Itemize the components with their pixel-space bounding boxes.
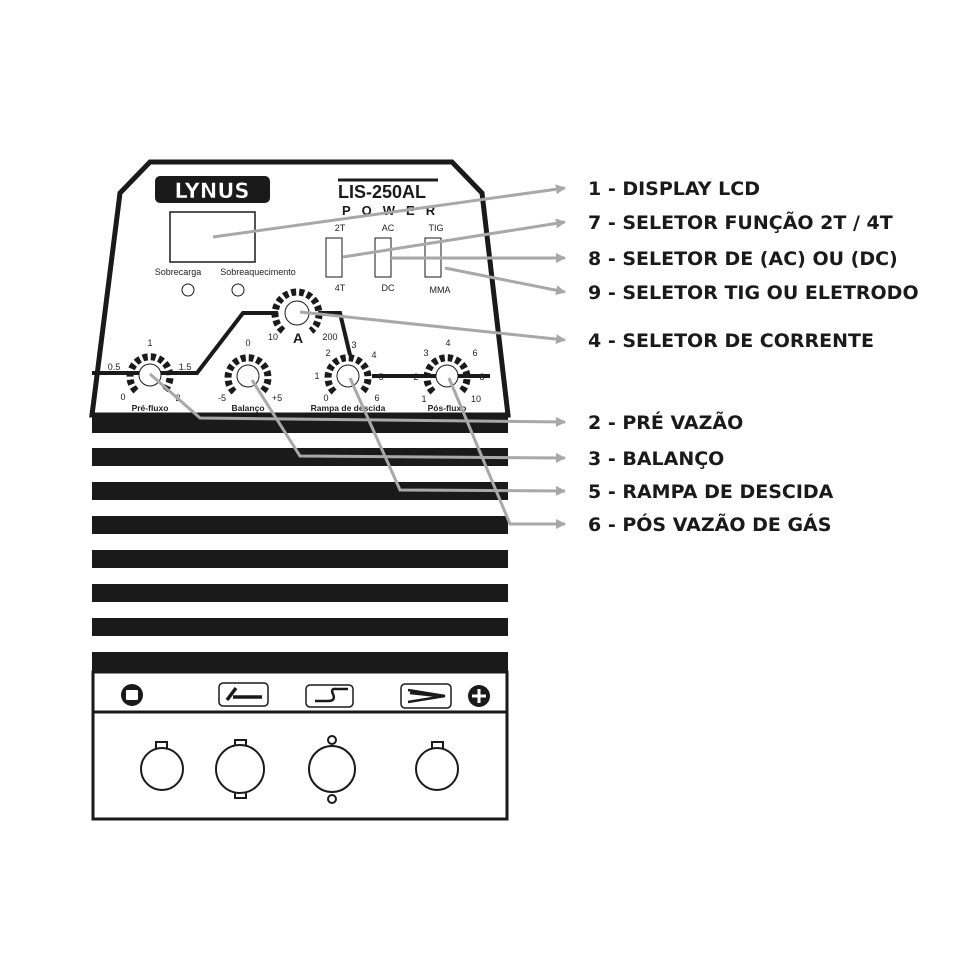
svg-text:10: 10 bbox=[471, 394, 481, 404]
svg-text:-5: -5 bbox=[218, 393, 226, 403]
svg-text:AC: AC bbox=[382, 223, 395, 233]
callout-down-slope: 5 - RAMPA DE DESCIDA bbox=[588, 481, 834, 503]
callout-balance: 3 - BALANÇO bbox=[588, 448, 724, 470]
callout-display-lcd: 1 - DISPLAY LCD bbox=[588, 178, 760, 200]
svg-text:0.5: 0.5 bbox=[108, 362, 121, 372]
svg-text:4: 4 bbox=[371, 350, 376, 360]
current-knob[interactable]: A 10 200 bbox=[268, 288, 338, 346]
torch-gas-socket[interactable] bbox=[308, 735, 356, 804]
callout-ac-dc: 8 - SELETOR DE (AC) OU (DC) bbox=[588, 248, 898, 270]
svg-text:Balanço: Balanço bbox=[231, 403, 264, 413]
svg-text:TIG: TIG bbox=[429, 223, 444, 233]
callout-current: 4 - SELETOR DE CORRENTE bbox=[588, 330, 874, 352]
svg-text:6: 6 bbox=[472, 348, 477, 358]
svg-text:8: 8 bbox=[479, 372, 484, 382]
post-flow-knob[interactable]: 1 2 3 4 6 8 10 Pós-fluxo bbox=[413, 338, 484, 413]
svg-text:1: 1 bbox=[421, 394, 426, 404]
callout-tig-electrode: 9 - SELETOR TIG OU ELETRODO bbox=[588, 282, 919, 304]
callout-2t-4t: 7 - SELETOR FUNÇÃO 2T / 4T bbox=[588, 210, 893, 234]
svg-text:10: 10 bbox=[268, 332, 278, 342]
tig-torch-icon bbox=[305, 684, 354, 708]
svg-text:1: 1 bbox=[314, 371, 319, 381]
negative-socket[interactable] bbox=[140, 741, 184, 791]
svg-text:2: 2 bbox=[413, 372, 418, 382]
svg-text:200: 200 bbox=[322, 332, 337, 342]
svg-text:2: 2 bbox=[325, 348, 330, 358]
svg-text:MMA: MMA bbox=[430, 285, 451, 295]
svg-text:3: 3 bbox=[423, 348, 428, 358]
positive-socket[interactable] bbox=[415, 741, 459, 791]
balance-knob[interactable]: -5 0 +5 Balanço bbox=[218, 338, 282, 413]
vent-grille bbox=[92, 413, 508, 672]
svg-text:Rampa de descida: Rampa de descida bbox=[311, 403, 386, 413]
svg-text:0: 0 bbox=[245, 338, 250, 348]
svg-text:LIS-250AL: LIS-250AL bbox=[338, 182, 426, 202]
svg-text:2T: 2T bbox=[335, 223, 346, 233]
svg-text:0: 0 bbox=[323, 393, 328, 403]
svg-text:0: 0 bbox=[120, 392, 125, 402]
svg-text:A: A bbox=[293, 330, 303, 346]
svg-text:DC: DC bbox=[382, 283, 395, 293]
electrode-holder-icon bbox=[218, 682, 269, 707]
minus-icon bbox=[121, 684, 143, 706]
svg-text:4: 4 bbox=[445, 338, 450, 348]
down-slope-knob[interactable]: 0 1 2 3 4 5 6 Rampa de descida bbox=[311, 340, 386, 413]
overload-led bbox=[181, 283, 195, 297]
overheat-label: Sobreaquecimento bbox=[220, 267, 296, 277]
switch-2t-4t[interactable]: 2T 4T bbox=[325, 223, 346, 293]
svg-text:Pré-fluxo: Pré-fluxo bbox=[132, 403, 169, 413]
svg-text:3: 3 bbox=[351, 340, 356, 350]
plus-icon bbox=[468, 685, 490, 707]
lcd-display bbox=[169, 211, 256, 263]
overheat-led bbox=[231, 283, 245, 297]
electrode-socket[interactable] bbox=[215, 739, 265, 799]
svg-text:1: 1 bbox=[147, 338, 152, 348]
svg-text:LYNUS: LYNUS bbox=[174, 179, 249, 203]
svg-text:Pós-fluxo: Pós-fluxo bbox=[428, 403, 467, 413]
overload-label: Sobrecarga bbox=[155, 267, 202, 277]
callout-post-flow: 6 - PÓS VAZÃO DE GÁS bbox=[588, 512, 831, 536]
svg-text:4T: 4T bbox=[335, 283, 346, 293]
ground-clamp-icon bbox=[400, 683, 452, 709]
leader-lines bbox=[149, 184, 566, 529]
model-label: LIS-250AL POWER bbox=[338, 178, 446, 218]
svg-text:5: 5 bbox=[378, 372, 383, 382]
svg-text:POWER: POWER bbox=[342, 203, 446, 218]
svg-text:1.5: 1.5 bbox=[179, 362, 192, 372]
callout-pre-flow: 2 - PRÉ VAZÃO bbox=[588, 410, 743, 434]
brand-logo: LYNUS bbox=[155, 176, 270, 203]
svg-text:+5: +5 bbox=[272, 393, 282, 403]
svg-text:6: 6 bbox=[374, 393, 379, 403]
